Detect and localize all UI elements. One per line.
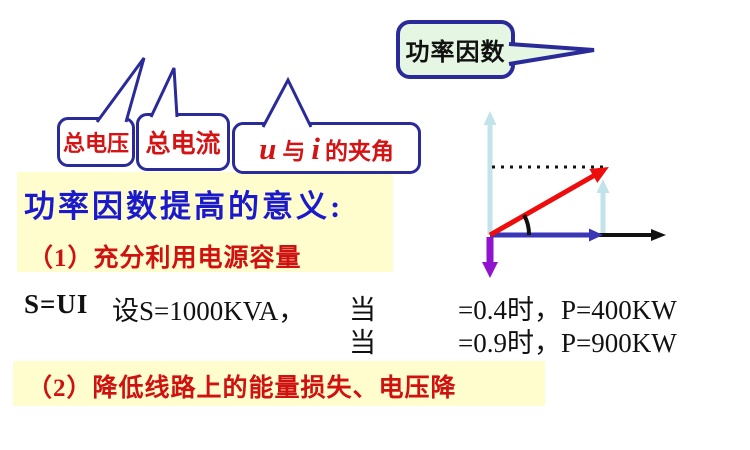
formula-s-ui: S=UI: [24, 289, 89, 319]
power-angle-arc: [522, 214, 531, 236]
power-factor-callout-tail: [508, 42, 595, 66]
slide-title: 功率因数提高的意义:: [24, 189, 344, 224]
point2-highlight-strip: [13, 361, 545, 406]
ui-angle-callout-tail: [261, 76, 313, 128]
i-symbol: i: [311, 130, 320, 166]
case1-text: =0.4时，P=400KW: [458, 295, 677, 325]
angle-mid-text: 与: [282, 138, 306, 164]
callout-power-factor-label: 功率因数: [405, 40, 506, 66]
callout-total-current-label: 总电流: [145, 131, 221, 158]
callout-ui-angle-label: u 与 i 的夹角: [259, 133, 394, 164]
apparent-power-arrow: [488, 167, 609, 238]
voltage-callout-tail: [95, 57, 146, 123]
callout-total-voltage: 总电压: [57, 117, 135, 167]
case2-text: =0.9时，P=900KW: [458, 328, 677, 358]
formula-assumption: 设S=1000KVA，: [112, 296, 306, 326]
when2-text: 当: [349, 328, 376, 358]
when1-text: 当: [349, 295, 376, 325]
callout-power-factor: 功率因数: [396, 20, 515, 79]
callout-ui-angle: u 与 i 的夹角: [232, 122, 421, 174]
current-callout-tail: [149, 67, 179, 118]
callout-total-voltage-label: 总电压: [62, 131, 129, 156]
angle-tail-text: 的夹角: [324, 138, 394, 164]
point1-text: （1）充分利用电源容量: [28, 245, 302, 272]
callout-total-current: 总电流: [136, 113, 230, 171]
title-highlight-strip: [17, 172, 393, 272]
u-symbol: u: [259, 130, 277, 166]
point2-text: （2）降低线路上的能量损失、电压降: [27, 375, 457, 402]
